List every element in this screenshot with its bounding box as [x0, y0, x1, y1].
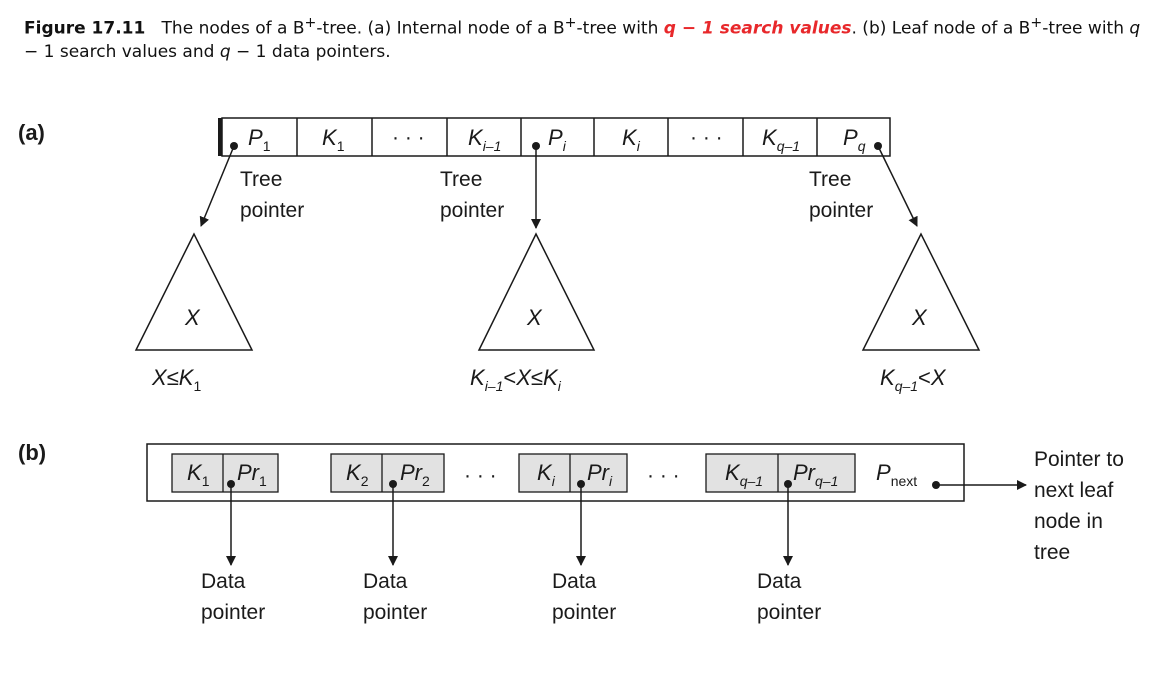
leaf-key-q-1: Kq–1: [725, 460, 763, 489]
svg-text:Tree: Tree: [809, 168, 851, 191]
svg-text:Data: Data: [363, 570, 408, 593]
cell-k1: K1: [322, 125, 345, 154]
svg-text:node in: node in: [1034, 510, 1103, 533]
cell-ellipsis-1: · · ·: [392, 126, 425, 149]
subtree-right-var: X: [911, 305, 928, 330]
leaf-ellipsis-1: · · ·: [464, 464, 497, 487]
svg-text:pointer: pointer: [552, 601, 616, 624]
caption-highlight: q − 1 search values: [663, 18, 852, 39]
subtree-middle: [477, 232, 596, 351]
svg-text:Data: Data: [201, 570, 246, 593]
caption-text-2: -tree. (a) Internal node of a B: [316, 18, 565, 39]
svg-text:Pointer to: Pointer to: [1034, 448, 1124, 471]
subtree-right: [861, 232, 981, 351]
condition-right: Kq–1<X: [880, 365, 947, 394]
caption-sup-3: +: [1030, 15, 1043, 31]
internal-node-left-edge: [218, 118, 222, 156]
caption-q2: q: [219, 41, 231, 62]
data-pointer-label-2: Data pointer: [363, 570, 427, 624]
svg-text:Tree: Tree: [440, 168, 482, 191]
subtree-left: [134, 232, 254, 351]
arrow-p1: [199, 145, 235, 227]
caption-text-1: The nodes of a B: [161, 18, 305, 39]
svg-text:next leaf: next leaf: [1034, 479, 1114, 502]
leaf-record-pointer-2: Pr2: [400, 460, 430, 489]
data-pointer-label-1: Data pointer: [201, 570, 265, 624]
svg-text:pointer: pointer: [240, 199, 304, 222]
figure-caption: Figure 17.11 The nodes of a B+-tree. (a)…: [24, 12, 1144, 64]
svg-text:pointer: pointer: [809, 199, 873, 222]
caption-q1: q: [1129, 18, 1141, 39]
leaf-pair-1: K1 Pr1: [171, 453, 279, 493]
caption-text-6: − 1 search values and: [24, 41, 220, 62]
svg-text:Data: Data: [757, 570, 802, 593]
cell-ellipsis-2: · · ·: [690, 126, 723, 149]
internal-node-box: [221, 117, 891, 157]
leaf-next-pointer: Pnext: [876, 460, 917, 489]
subtree-left-var: X: [184, 305, 201, 330]
caption-text-4: . (b) Leaf node of a B: [851, 18, 1031, 39]
tree-pointer-label-1: Tree pointer: [240, 168, 304, 222]
svg-text:pointer: pointer: [201, 601, 265, 624]
leaf-record-pointer-q-1: Prq–1: [793, 460, 838, 489]
leaf-record-pointer-i: Pri: [587, 460, 613, 489]
caption-text-5: -tree with: [1042, 18, 1130, 39]
part-a-label: (a): [18, 120, 45, 145]
leaf-record-pointer-1: Pr1: [237, 460, 267, 489]
cell-ki-1: Ki–1: [468, 125, 501, 154]
leaf-pair-2: K2 Pr2: [330, 453, 445, 493]
cell-pi: Pi: [548, 125, 567, 154]
subtree-middle-var: X: [526, 305, 543, 330]
condition-middle: Ki–1<X≤Ki: [470, 365, 562, 394]
svg-text:Tree: Tree: [240, 168, 282, 191]
caption-text-7: − 1 data pointers.: [230, 41, 391, 62]
tree-pointer-label-3: Tree pointer: [809, 168, 873, 222]
svg-text:pointer: pointer: [757, 601, 821, 624]
cell-kq-1: Kq–1: [762, 125, 800, 154]
figure-label: Figure 17.11: [24, 18, 146, 39]
caption-sup-1: +: [304, 15, 317, 31]
svg-text:Data: Data: [552, 570, 597, 593]
internal-node: [221, 117, 891, 157]
data-pointer-label-i: Data pointer: [552, 570, 616, 624]
leaf-pair-q-1: Kq–1 Prq–1: [705, 453, 856, 493]
tree-pointer-label-2: Tree pointer: [440, 168, 504, 222]
leaf-key-2: K2: [346, 460, 369, 489]
data-pointer-label-q-1: Data pointer: [757, 570, 821, 624]
leaf-ellipsis-2: · · ·: [647, 464, 680, 487]
leaf-pair-i: Ki Pri: [518, 453, 628, 493]
svg-text:tree: tree: [1034, 541, 1070, 564]
cell-ki: Ki: [622, 125, 641, 154]
leaf-key-1: K1: [187, 460, 210, 489]
next-leaf-label: Pointer to next leaf node in tree: [1034, 448, 1124, 564]
arrow-pq: [877, 145, 918, 227]
svg-text:pointer: pointer: [363, 601, 427, 624]
leaf-key-i: Ki: [537, 460, 556, 489]
cell-p1: P1: [248, 125, 271, 154]
caption-text-3: -tree with: [576, 18, 664, 39]
part-b-label: (b): [18, 440, 46, 465]
condition-left: X≤K1: [151, 365, 201, 394]
cell-pq: Pq: [843, 125, 866, 154]
caption-sup-2: +: [564, 15, 577, 31]
svg-text:pointer: pointer: [440, 199, 504, 222]
